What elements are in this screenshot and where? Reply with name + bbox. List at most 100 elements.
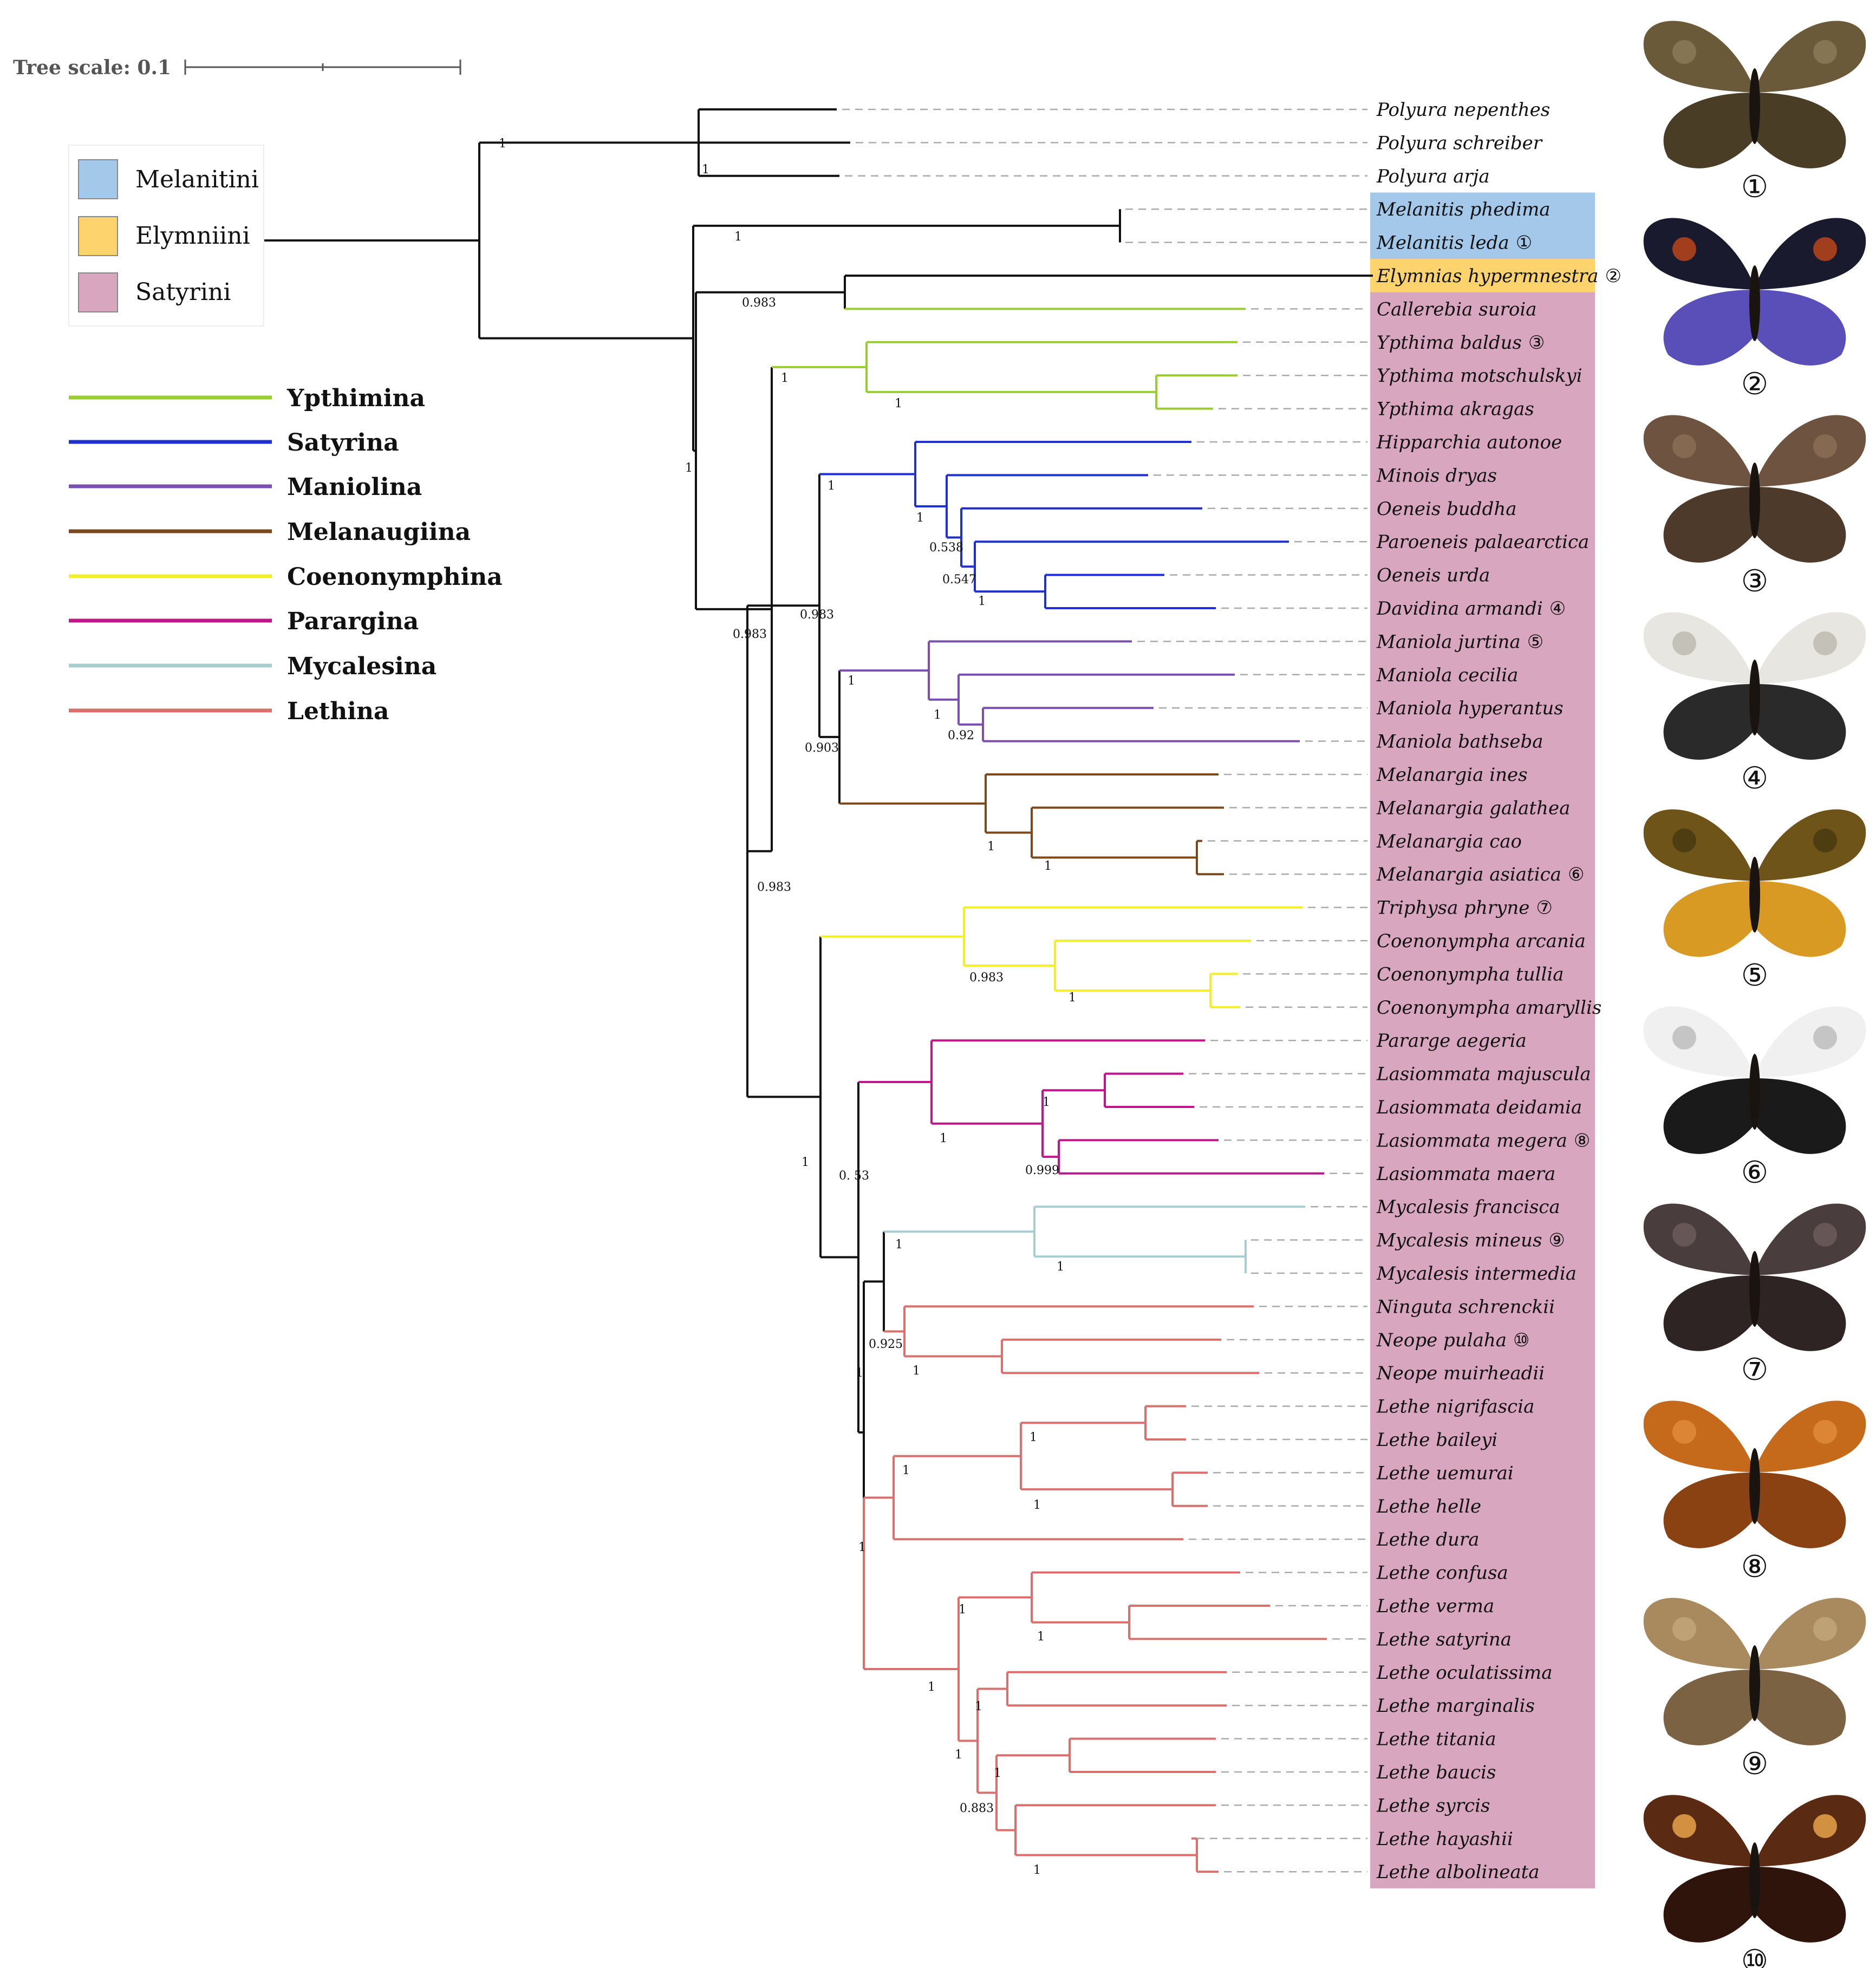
- taxon-label: Maniola jurtina: [1376, 631, 1521, 653]
- taxon-label: Ypthima motschulskyi: [1377, 365, 1582, 387]
- forewing-right: [1755, 1203, 1866, 1275]
- forewing-right: [1755, 1400, 1866, 1472]
- wing-spot: [1672, 631, 1696, 655]
- photo-number: ⑧: [1741, 1549, 1768, 1585]
- support-value: 1: [1043, 1096, 1050, 1109]
- support-value: 1: [902, 1464, 910, 1477]
- butterfly-photo: ⑤: [1643, 809, 1866, 993]
- tree-branch-layer: [264, 108, 1373, 1873]
- support-value: 1: [781, 372, 789, 385]
- forewing-right: [1755, 1795, 1866, 1867]
- melanitini-label: Melanitini: [135, 166, 259, 193]
- photo-reference-marker: ①: [1516, 232, 1532, 254]
- forewing-left: [1643, 1203, 1755, 1275]
- support-value: 1: [994, 1767, 1001, 1780]
- wing-spot: [1813, 1617, 1837, 1641]
- butterfly-photo: ⑦: [1643, 1203, 1866, 1387]
- taxon-label: Polyura arja: [1376, 166, 1490, 187]
- taxon-label: Oeneis buddha: [1377, 498, 1517, 520]
- taxon-label: Lethe albolineata: [1376, 1861, 1540, 1883]
- taxon-label: Coenonympha amaryllis: [1377, 997, 1601, 1019]
- taxon-label: Lethe nigrifascia: [1376, 1396, 1534, 1418]
- melanitini-band: [1370, 192, 1595, 259]
- hindwing-left: [1663, 1670, 1755, 1745]
- support-value: 1: [828, 479, 835, 493]
- butterfly-photo: ②: [1643, 218, 1866, 402]
- taxon-label: Lethe uemurai: [1376, 1462, 1514, 1484]
- forewing-left: [1643, 1400, 1755, 1472]
- support-value: 0.999: [1025, 1164, 1059, 1177]
- hindwing-left: [1663, 684, 1755, 760]
- taxon-label: Lasiommata deidamia: [1376, 1097, 1582, 1118]
- hindwing-right: [1755, 1867, 1846, 1943]
- forewing-left: [1643, 612, 1755, 684]
- hindwing-left: [1663, 290, 1755, 366]
- hindwing-right: [1755, 1275, 1846, 1351]
- hindwing-left: [1663, 1275, 1755, 1351]
- wing-spot: [1672, 40, 1696, 64]
- satyrini-label: Satyrini: [135, 278, 231, 306]
- support-value: 1: [916, 511, 924, 525]
- forewing-left: [1643, 809, 1755, 881]
- photo-number: ①: [1741, 170, 1768, 205]
- forewing-left: [1643, 1598, 1755, 1670]
- butterfly-photo: ④: [1643, 612, 1866, 796]
- taxon-label: Lasiommata megera: [1376, 1130, 1567, 1151]
- taxon-label: Mycalesis francisca: [1376, 1196, 1560, 1218]
- taxon-label: Pararge aegeria: [1376, 1030, 1527, 1052]
- melanaugiina-label: Melanaugiina: [287, 518, 471, 546]
- photo-number: ⑦: [1741, 1352, 1768, 1387]
- butterfly-body: [1749, 1054, 1760, 1130]
- support-value: 1: [802, 1156, 809, 1169]
- photo-reference-marker: ⑤: [1527, 631, 1543, 653]
- tribe-background-layer: [1370, 192, 1595, 1888]
- photo-number: ③: [1741, 564, 1768, 599]
- support-value: 0. 53: [839, 1169, 869, 1183]
- taxon-label: Oeneis urda: [1377, 565, 1490, 587]
- butterfly-body: [1749, 1645, 1760, 1721]
- forewing-left: [1643, 21, 1755, 93]
- support-value: 0.883: [960, 1802, 994, 1815]
- support-value: 1: [1069, 991, 1076, 1005]
- elymniini-swatch: [78, 216, 118, 256]
- support-value: 1: [978, 595, 986, 608]
- taxon-label: Neope pulaha: [1376, 1330, 1507, 1351]
- wing-spot: [1672, 1617, 1696, 1641]
- forewing-left: [1643, 415, 1755, 487]
- support-value: 0.92: [948, 729, 974, 742]
- melanitini-swatch: [78, 159, 118, 199]
- taxon-label: Triphysa phryne: [1377, 897, 1529, 919]
- photo-number: ⑥: [1741, 1155, 1768, 1190]
- ypthimina-label: Ypthimina: [286, 385, 425, 412]
- support-value: 1: [1030, 1431, 1037, 1444]
- taxon-label: Maniola bathseba: [1376, 731, 1543, 753]
- photo-reference-marker: ⑧: [1574, 1130, 1590, 1151]
- taxon-label: Mycalesis intermedia: [1376, 1263, 1577, 1285]
- support-value: 1: [934, 708, 941, 722]
- butterfly-body: [1749, 1448, 1760, 1524]
- subtribe-legend: Ypthimina Satyrina Maniolina Melanaugiin…: [69, 385, 503, 725]
- support-value: 1: [848, 674, 855, 688]
- forewing-right: [1755, 415, 1866, 487]
- wing-spot: [1813, 1026, 1837, 1050]
- taxon-label: Melanargia asiatica: [1376, 864, 1561, 885]
- forewing-right: [1755, 1006, 1866, 1078]
- taxon-label: Coenonympha arcania: [1377, 930, 1586, 952]
- support-value: 1: [702, 163, 709, 177]
- support-value: 1: [499, 137, 506, 151]
- butterfly-photo: ⑩: [1643, 1795, 1866, 1968]
- photo-reference-marker: ⑦: [1536, 897, 1552, 919]
- satyrina-label: Satyrina: [287, 429, 399, 457]
- wing-spot: [1813, 1223, 1837, 1247]
- taxon-label: Hipparchia autonoe: [1376, 432, 1562, 453]
- support-value: 1: [685, 461, 693, 475]
- taxon-label: Melanitis leda: [1376, 232, 1509, 254]
- taxon-label: Lethe verma: [1376, 1595, 1494, 1617]
- taxon-label: Melanargia ines: [1376, 764, 1528, 786]
- tree-scale-label: Tree scale: 0.1: [13, 56, 171, 79]
- forewing-right: [1755, 218, 1866, 290]
- wing-spot: [1672, 1420, 1696, 1444]
- photo-reference-marker: ③: [1528, 332, 1545, 354]
- support-value: 0.903: [805, 741, 839, 755]
